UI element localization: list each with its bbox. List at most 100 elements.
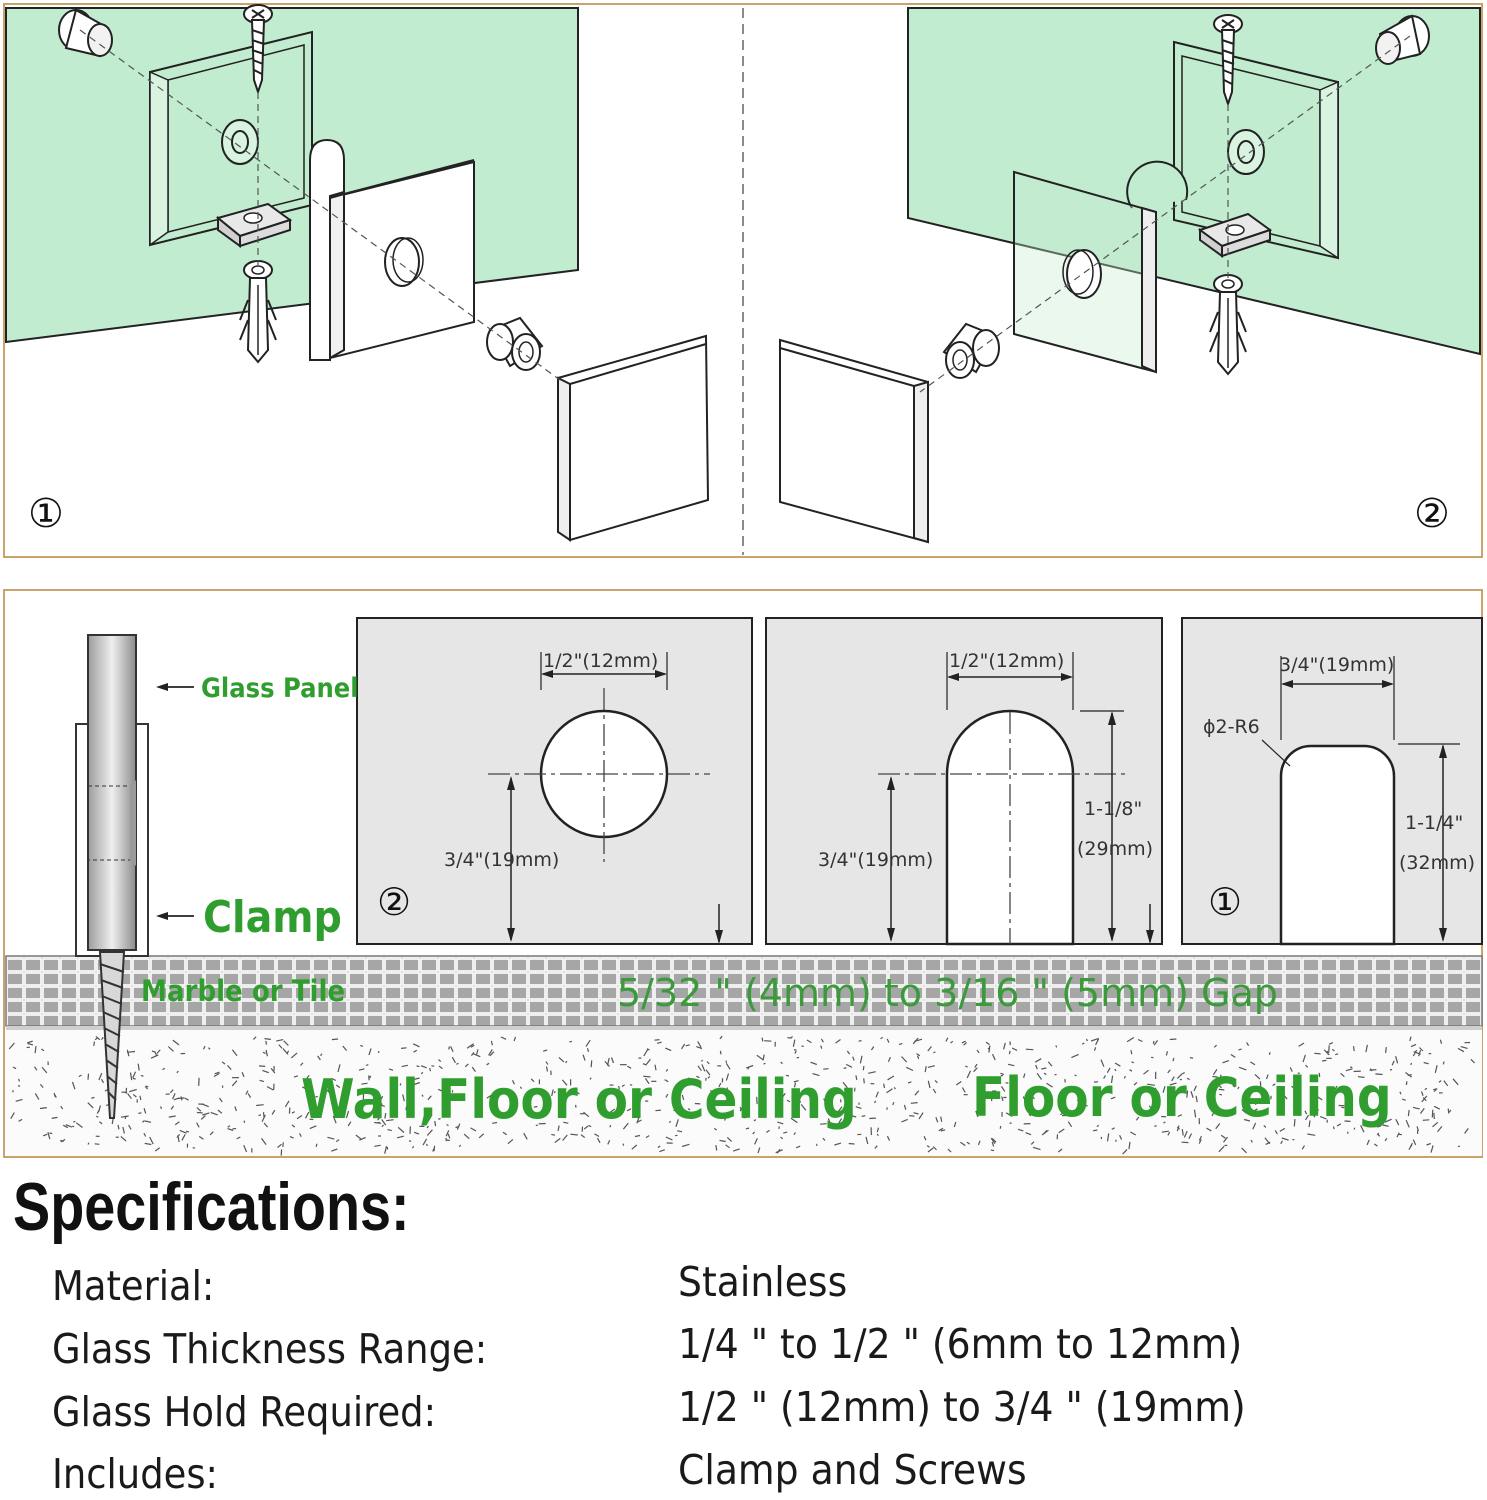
concrete-speckle xyxy=(196,1107,202,1112)
concrete-speckle xyxy=(277,1143,282,1148)
concrete-speckle xyxy=(1095,1038,1100,1046)
concrete-speckle xyxy=(1085,1038,1088,1042)
cutout-circle-marker: ② xyxy=(377,880,411,924)
concrete-speckle xyxy=(705,1069,711,1076)
concrete-speckle xyxy=(886,1038,890,1043)
concrete-speckle xyxy=(1076,1098,1083,1102)
notch-width-dim: 3/4"(19mm) xyxy=(1279,654,1394,676)
specifications-title: Specifications: xyxy=(13,1169,410,1245)
concrete-speckle xyxy=(446,1139,450,1142)
concrete-speckle xyxy=(213,1072,220,1078)
concrete-speckle xyxy=(231,1080,238,1087)
concrete-speckle xyxy=(1193,1085,1197,1092)
concrete-speckle xyxy=(117,1124,120,1130)
concrete-speckle xyxy=(1137,1038,1143,1043)
concrete-speckle xyxy=(438,1065,443,1070)
concrete-speckle xyxy=(1000,1086,1006,1092)
concrete-speckle xyxy=(320,1053,323,1057)
concrete-speckle xyxy=(1323,1049,1330,1056)
concrete-speckle xyxy=(98,1072,103,1081)
concrete-speckle xyxy=(961,1087,966,1093)
concrete-speckle xyxy=(565,1060,568,1064)
concrete-speckle xyxy=(1389,1068,1393,1071)
concrete-speckle xyxy=(173,1097,180,1101)
concrete-speckle xyxy=(655,1109,661,1112)
concrete-speckle xyxy=(288,1107,291,1114)
concrete-speckle xyxy=(388,1068,394,1071)
concrete-speckle xyxy=(901,1056,908,1063)
concrete-speckle xyxy=(1077,1101,1081,1105)
concrete-speckle xyxy=(1111,1127,1115,1130)
concrete-speckle xyxy=(1036,1072,1042,1080)
concrete-speckle xyxy=(675,1119,679,1127)
concrete-speckle xyxy=(202,1045,206,1050)
concrete-speckle xyxy=(785,1074,790,1077)
concrete-speckle xyxy=(1357,1076,1365,1078)
concrete-speckle xyxy=(1090,1037,1099,1042)
concrete-speckle xyxy=(642,1063,647,1066)
concrete-speckle xyxy=(1223,1136,1228,1143)
concrete-speckle xyxy=(945,1037,949,1042)
concrete-speckle xyxy=(399,1083,402,1086)
concrete-speckle xyxy=(1395,1056,1399,1064)
concrete-speckle xyxy=(369,1075,372,1079)
concrete-speckle xyxy=(426,1125,429,1129)
concrete-speckle xyxy=(241,1071,245,1078)
concrete-speckle xyxy=(1460,1046,1468,1049)
concrete-speckle xyxy=(1308,1120,1311,1128)
concrete-speckle xyxy=(198,1135,204,1140)
concrete-speckle xyxy=(533,1105,538,1108)
concrete-speckle xyxy=(914,1038,923,1042)
concrete-speckle xyxy=(1283,1095,1288,1100)
concrete-speckle xyxy=(793,1080,799,1083)
concrete-speckle xyxy=(1335,1053,1339,1056)
concrete-speckle xyxy=(402,1094,405,1102)
left-front-plate-hole-icon xyxy=(384,237,420,287)
concrete-speckle xyxy=(311,1102,316,1109)
concrete-speckle xyxy=(139,1095,142,1101)
concrete-speckle xyxy=(1280,1140,1284,1145)
concrete-speckle xyxy=(1106,1067,1111,1073)
concrete-speckle xyxy=(1439,1039,1443,1044)
concrete-speckle xyxy=(1025,1132,1032,1136)
concrete-speckle xyxy=(724,1117,727,1121)
concrete-speckle xyxy=(830,1108,835,1115)
concrete-speckle xyxy=(656,1041,662,1044)
concrete-speckle xyxy=(1119,1134,1123,1140)
concrete-speckle xyxy=(500,1036,507,1040)
concrete-speckle xyxy=(820,1045,823,1049)
concrete-speckle xyxy=(309,1125,317,1130)
concrete-speckle xyxy=(1430,1145,1434,1153)
concrete-speckle xyxy=(903,1104,907,1110)
concrete-speckle xyxy=(73,1120,76,1123)
concrete-speckle xyxy=(304,1111,310,1119)
concrete-speckle xyxy=(754,1137,758,1145)
concrete-speckle xyxy=(154,1051,158,1057)
concrete-speckle xyxy=(1172,1057,1175,1062)
concrete-speckle xyxy=(933,1051,936,1054)
concrete-speckle xyxy=(684,1077,690,1083)
concrete-speckle xyxy=(917,1055,920,1060)
concrete-speckle xyxy=(975,1110,979,1118)
concrete-speckle xyxy=(179,1129,187,1134)
concrete-speckle xyxy=(1426,1142,1431,1146)
concrete-speckle xyxy=(1332,1126,1335,1130)
concrete-speckle xyxy=(1212,1075,1218,1078)
concrete-speckle xyxy=(412,1043,420,1048)
concrete-speckle xyxy=(1416,1126,1419,1132)
concrete-speckle xyxy=(271,1109,276,1115)
concrete-speckle xyxy=(859,1055,863,1064)
concrete-speckle xyxy=(1340,1072,1345,1078)
concrete-speckle xyxy=(433,1145,436,1152)
concrete-speckle xyxy=(1410,1062,1413,1066)
right-plate-hole-icon xyxy=(1227,129,1265,175)
concrete-speckle xyxy=(247,1093,252,1099)
concrete-speckle xyxy=(214,1071,220,1075)
concrete-speckle xyxy=(172,1093,176,1100)
concrete-speckle xyxy=(1254,1100,1259,1106)
concrete-speckle xyxy=(252,1036,257,1040)
concrete-speckles xyxy=(8,1035,1476,1156)
concrete-speckle xyxy=(1246,1042,1250,1047)
concrete-speckle xyxy=(401,1047,407,1049)
concrete-speckle xyxy=(810,1061,818,1066)
